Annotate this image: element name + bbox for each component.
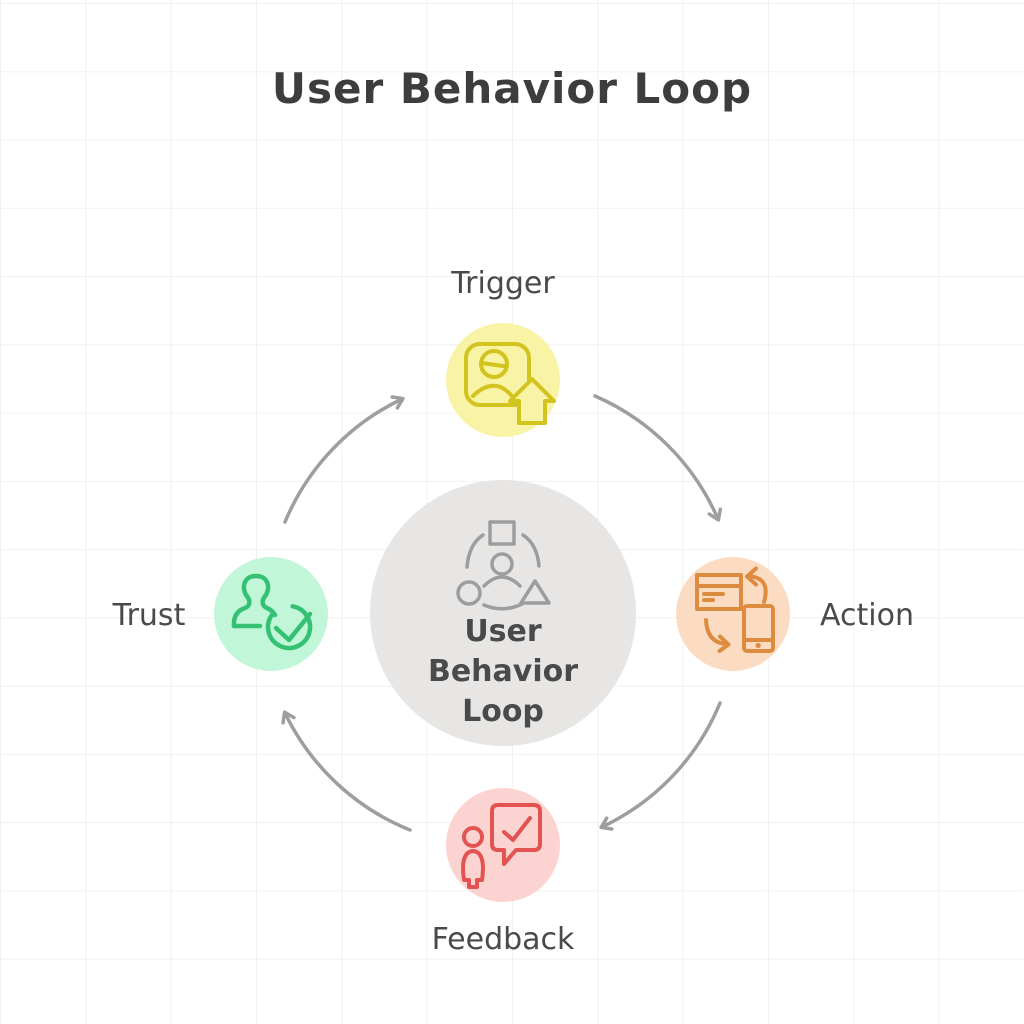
node-feedback xyxy=(446,788,560,902)
node-trigger xyxy=(446,323,560,437)
user-network-icon xyxy=(456,520,551,611)
diagram-title: User Behavior Loop xyxy=(271,64,753,113)
center-label-line3: Loop xyxy=(462,694,544,729)
node-label-trust: Trust xyxy=(112,598,186,633)
center-label-line1: User xyxy=(464,614,542,649)
center-label: User Behavior Loop xyxy=(370,612,636,732)
user-signup-arrow-icon xyxy=(464,342,556,425)
node-label-trigger: Trigger xyxy=(451,266,555,301)
center-label-line2: Behavior xyxy=(427,654,579,689)
person-chat-check-icon xyxy=(461,803,542,889)
center-circle xyxy=(370,480,636,746)
node-center xyxy=(370,480,636,746)
node-action xyxy=(676,557,790,671)
browser-phone-sync-icon xyxy=(695,566,775,653)
node-label-action: Action xyxy=(820,598,914,633)
node-label-feedback: Feedback xyxy=(431,922,575,957)
user-verified-icon xyxy=(231,573,313,651)
feedback-circle xyxy=(446,788,560,902)
node-trust xyxy=(214,557,328,671)
